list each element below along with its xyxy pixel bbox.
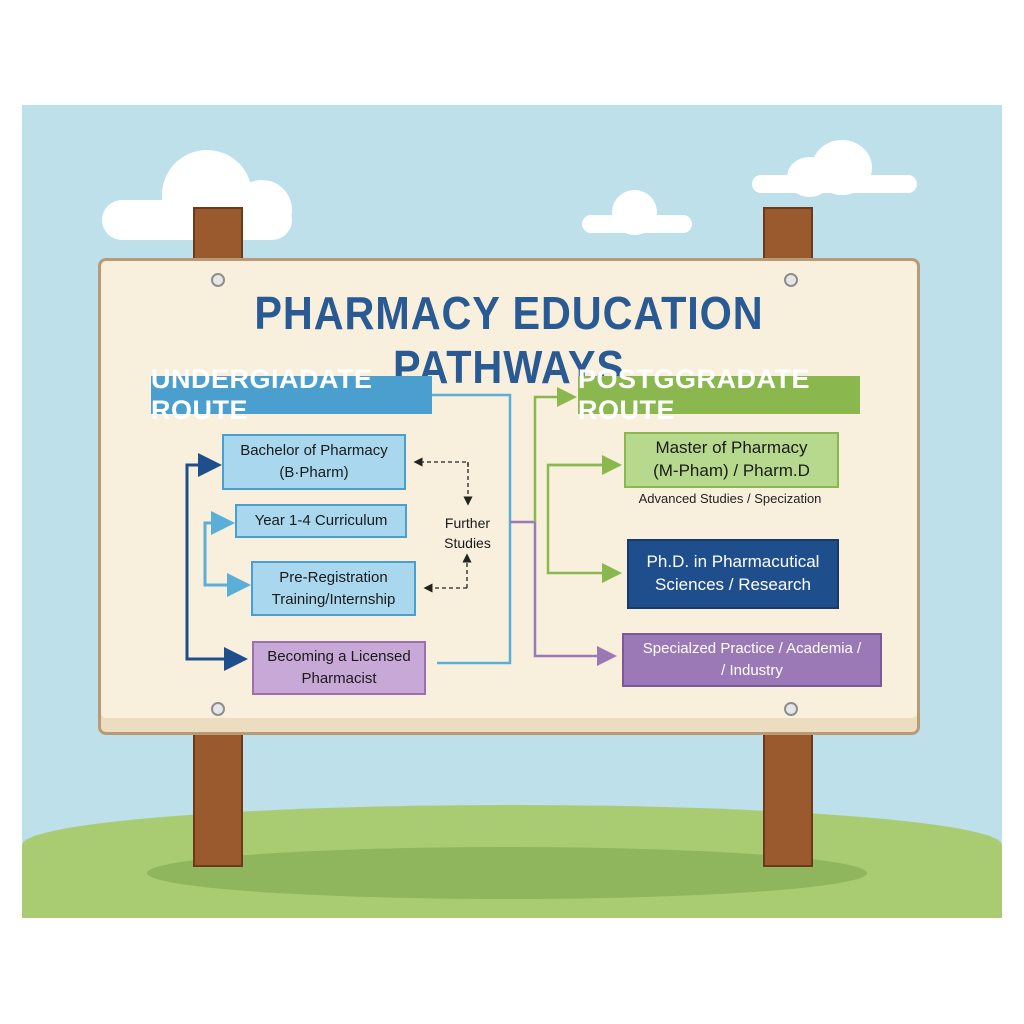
postgrad-header: POSTGGRADATE ROUTE: [578, 364, 860, 425]
box-line: (M-Pham) / Pharm.D: [653, 461, 810, 480]
undergrad-header: UNDERGIADATE ROUTE: [151, 364, 432, 425]
box-line: Master of Pharmacy: [655, 438, 808, 458]
box-line: Bachelor of Pharmacy: [240, 442, 388, 460]
specialized-practice-box: Specialzed Practice / Academia / / Indust…: [622, 633, 882, 687]
undergrad-route-line: [432, 393, 512, 665]
box-line: Sciences / Research: [655, 575, 811, 594]
box-line: Ph.D. in Pharmacutical: [646, 552, 820, 572]
box-line: Year 1-4 Curriculum: [254, 512, 388, 530]
cloud: [787, 157, 832, 197]
note-line: Further: [444, 515, 491, 532]
ground-shadow: [147, 847, 867, 899]
bolt: [784, 273, 798, 287]
bpharm-box: Bachelor of Pharmacy (B·Pharm): [222, 434, 406, 490]
master-caption: Advanced Studies / Specization: [638, 491, 822, 506]
dashed-further-line: [413, 457, 469, 467]
dark-arrow-line: [185, 463, 248, 671]
box-line: (B·Pharm): [279, 464, 349, 481]
box-line: / Industry: [721, 662, 783, 679]
box-line: Becoming a Licensed: [267, 648, 411, 666]
note-line: Studies: [444, 535, 491, 551]
bolt: [784, 702, 798, 716]
bolt: [211, 273, 225, 287]
cloud: [612, 190, 657, 235]
green-route-line: [546, 463, 622, 583]
purple-route-line: [510, 520, 617, 666]
master-box: Master of Pharmacy (M-Pham) / Pharm.D: [624, 432, 839, 488]
box-line: Training/Internship: [271, 590, 396, 608]
green-route-line: [533, 387, 577, 522]
box-line: Pre-Registration: [279, 568, 388, 586]
box-line: Pharmacist: [301, 670, 377, 687]
bolt: [211, 702, 225, 716]
box-line: Specialzed Practice / Academia /: [642, 640, 862, 658]
curriculum-box: Year 1-4 Curriculum: [235, 504, 407, 538]
